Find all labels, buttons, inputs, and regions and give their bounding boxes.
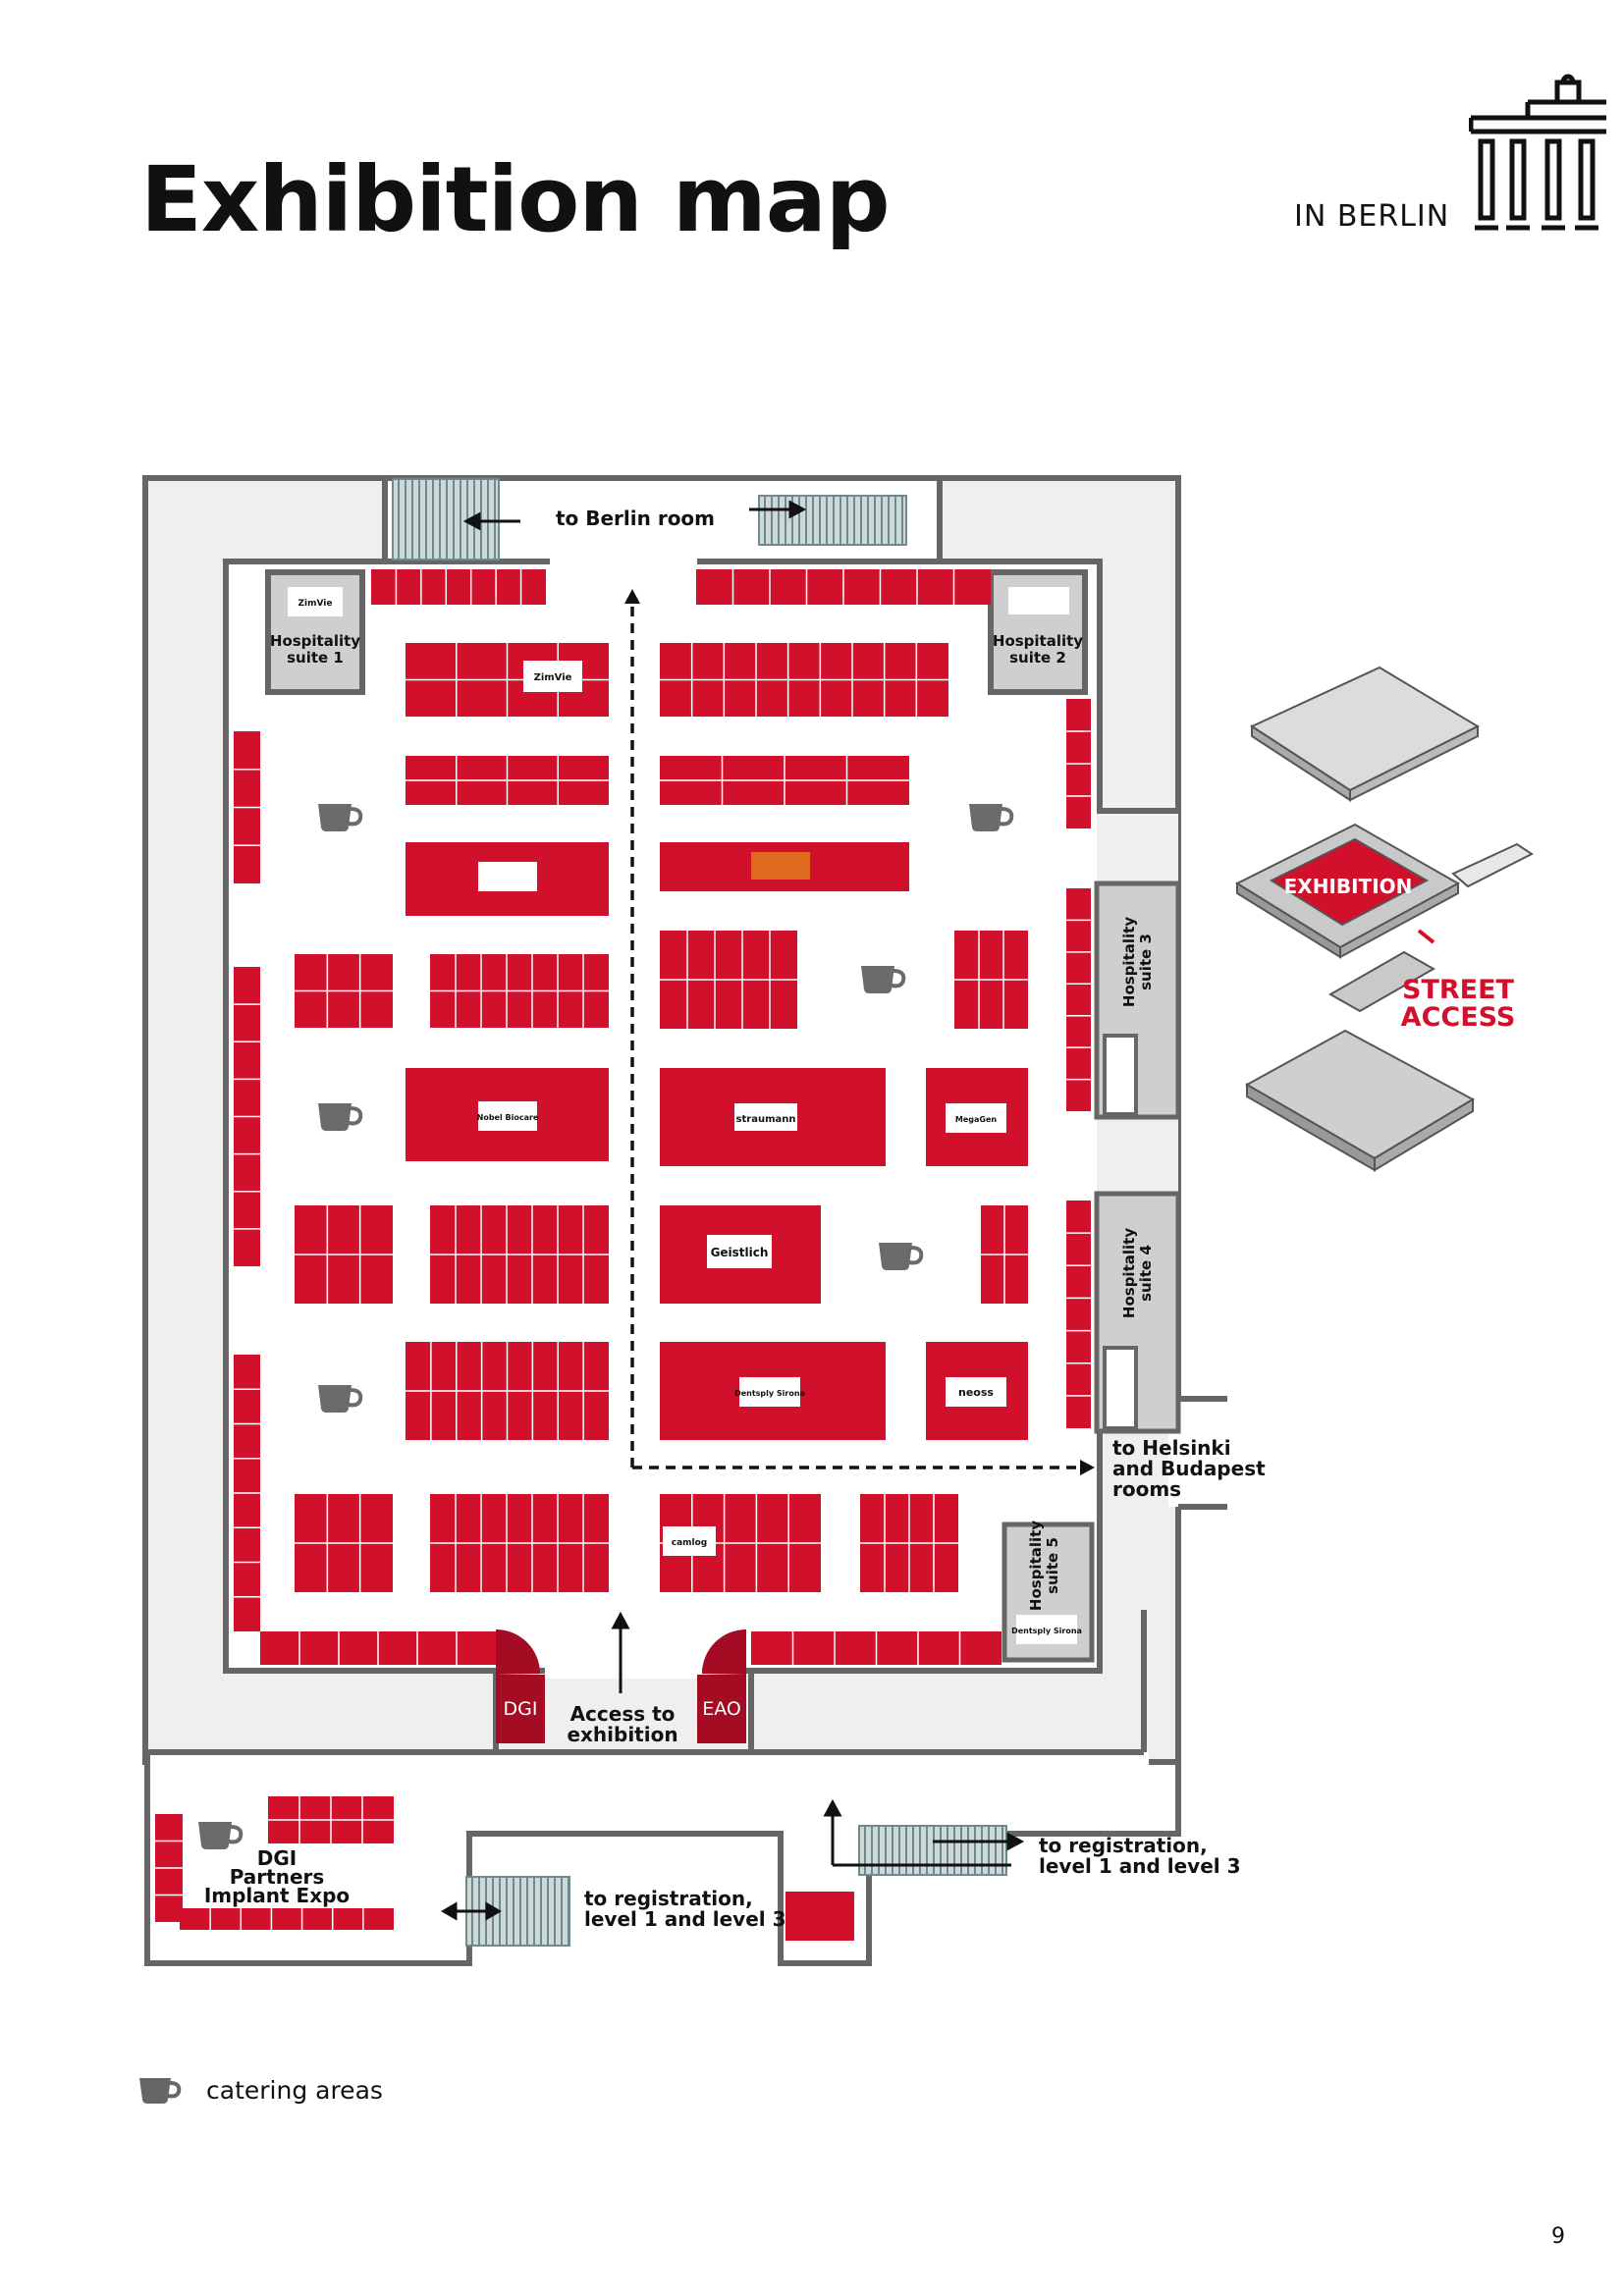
route-arrow-right	[1080, 1460, 1095, 1475]
logo-megagen: MegaGen	[955, 1115, 998, 1124]
hospitality-suite-4-line1: Hospitality	[1120, 1228, 1138, 1318]
logo-tiles: ZimVie ZimVie Nobel Biocare straumann Me…	[288, 587, 1082, 1644]
coffee-cup-icon	[318, 804, 363, 831]
dgi-expo-line2: Partners	[230, 1865, 325, 1889]
logo-camlog: camlog	[672, 1538, 708, 1548]
access-line2: exhibition	[567, 1723, 677, 1746]
logo-hager	[751, 852, 810, 880]
legend-catering-label: catering areas	[206, 2075, 383, 2105]
booth-block	[371, 569, 546, 605]
eao-label: EAO	[702, 1698, 741, 1720]
hospitality-suite-5-line2: suite 5	[1044, 1537, 1061, 1594]
hospitality-suite-4-line2: suite 4	[1137, 1245, 1155, 1302]
booth-block	[785, 1892, 854, 1941]
hospitality-suite-1-line2: suite 1	[287, 649, 344, 667]
to-registration-right-line2: level 1 and level 3	[1039, 1854, 1241, 1878]
logo-zimvie-suite: ZimVie	[298, 599, 333, 609]
hospitality-suite-1-line1: Hospitality	[270, 632, 360, 650]
arrows	[441, 500, 1025, 1921]
iso-exhibition-label: EXHIBITION	[1284, 875, 1413, 898]
logo-osteology	[478, 862, 537, 891]
coffee-cup-icon	[879, 1243, 924, 1270]
to-helsinki-line2: and Budapest	[1112, 1457, 1266, 1480]
dgi-booth	[496, 1675, 545, 1743]
booth-block	[180, 1908, 394, 1930]
brandenburg-gate-icon	[1469, 74, 1606, 231]
logo-geistlich: Geistlich	[711, 1246, 769, 1259]
logo-neoss: neoss	[958, 1386, 994, 1399]
eao-corner	[702, 1629, 746, 1675]
to-registration-left-line2: level 1 and level 3	[584, 1907, 786, 1931]
hospitality-suite-5-line1: Hospitality	[1027, 1521, 1045, 1611]
booths	[155, 569, 1091, 1941]
catering-cups	[198, 804, 1014, 1849]
coffee-cup-icon	[318, 1385, 363, 1413]
to-registration-right-line1: to registration,	[1039, 1834, 1208, 1857]
street-access-line1: STREET	[1402, 975, 1515, 1005]
dgi-expo-line1: DGI	[257, 1846, 297, 1870]
hospitality-suite-2-line2: suite 2	[1009, 649, 1066, 667]
access-line1: Access to	[570, 1702, 676, 1726]
building-isometric-icon: EXHIBITION STREET ACCESS	[1234, 666, 1534, 1172]
dgi-corner	[496, 1629, 540, 1675]
street-access-arrow	[1417, 929, 1435, 944]
coffee-cup-icon	[318, 1103, 363, 1131]
stair-steps	[398, 479, 1003, 1946]
coffee-cup-icon	[139, 2078, 182, 2104]
route-arrow-up	[624, 589, 640, 604]
city-label: IN BERLIN	[1294, 199, 1450, 234]
to-helsinki-line3: rooms	[1112, 1477, 1181, 1501]
street-access-line2: ACCESS	[1401, 1002, 1516, 1033]
coffee-cup-icon	[861, 966, 906, 993]
logo-nobel: Nobel Biocare	[477, 1113, 539, 1122]
to-registration-left-line1: to registration,	[584, 1887, 753, 1910]
dgi-expo-line3: Implant Expo	[204, 1884, 350, 1907]
page-number: 9	[1551, 2224, 1565, 2249]
logo-dentsply-suite: Dentsply Sirona	[1011, 1627, 1082, 1635]
coffee-cup-icon	[969, 804, 1014, 831]
hospitality-suite-3-line2: suite 3	[1137, 934, 1155, 990]
legend: catering areas	[137, 2074, 383, 2106]
eao-booth	[697, 1675, 746, 1743]
logo-straumann: straumann	[736, 1114, 796, 1125]
to-berlin-room-label: to Berlin room	[556, 507, 715, 530]
to-helsinki-line1: to Helsinki	[1112, 1436, 1231, 1460]
page-title: Exhibition map	[140, 147, 891, 252]
booth-block	[1066, 888, 1091, 1111]
coffee-cup-icon	[198, 1822, 244, 1849]
logo-dentsply: Dentsply Sirona	[734, 1389, 805, 1398]
logo-zimvie: ZimVie	[534, 672, 572, 683]
booth-block	[1066, 1201, 1091, 1428]
hospitality-suite-2-line1: Hospitality	[993, 632, 1083, 650]
hospitality-suite-3-line1: Hospitality	[1120, 917, 1138, 1007]
dgi-label: DGI	[504, 1698, 538, 1720]
